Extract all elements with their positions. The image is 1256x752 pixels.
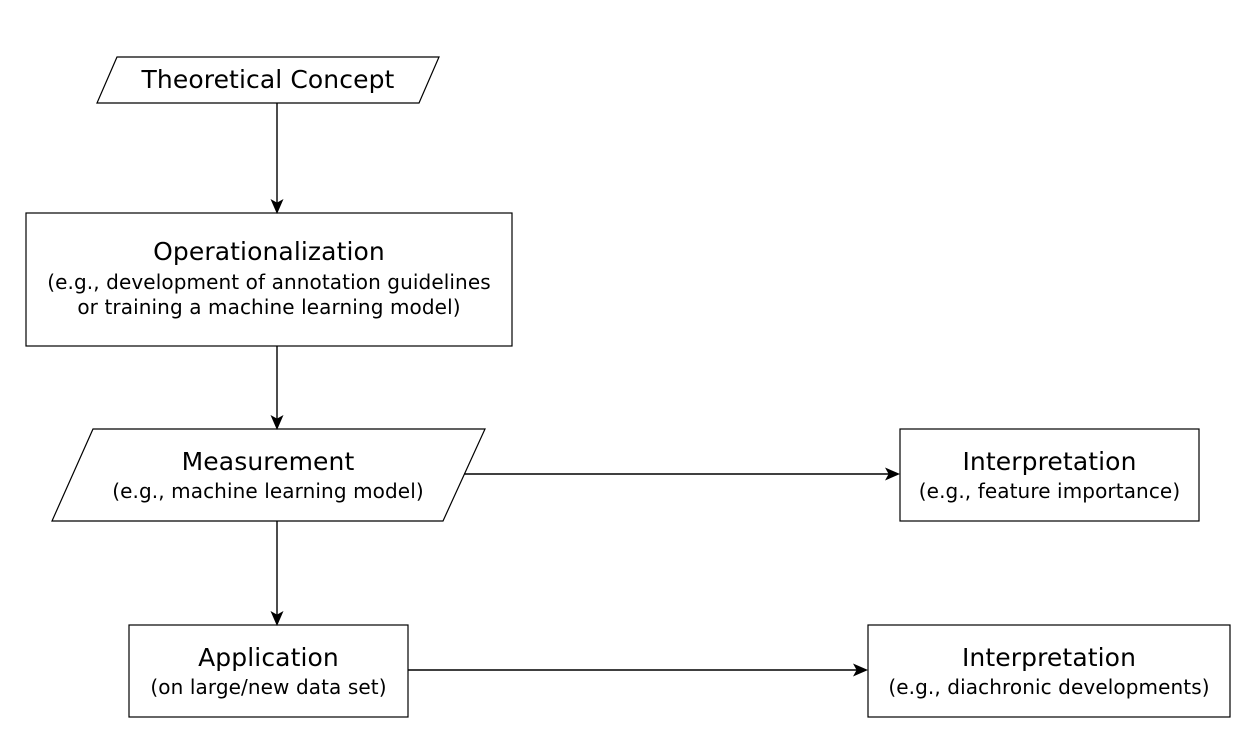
edge-measurement-to-interpretation-1 bbox=[464, 467, 900, 481]
node-shape-application[interactable] bbox=[128, 624, 409, 718]
edge-measurement-to-application bbox=[270, 521, 284, 626]
node-shape-interpretation-1[interactable] bbox=[899, 428, 1200, 522]
edge-application-to-interpretation-2 bbox=[408, 663, 868, 677]
node-shape-operationalization[interactable] bbox=[25, 212, 513, 347]
node-shape-measurement[interactable] bbox=[51, 428, 486, 522]
node-shape-theoretical-concept[interactable] bbox=[96, 56, 440, 104]
node-shape-interpretation-2[interactable] bbox=[867, 624, 1231, 718]
edge-concept-to-operationalization bbox=[270, 103, 284, 214]
edge-operationalization-to-measurement bbox=[270, 346, 284, 430]
